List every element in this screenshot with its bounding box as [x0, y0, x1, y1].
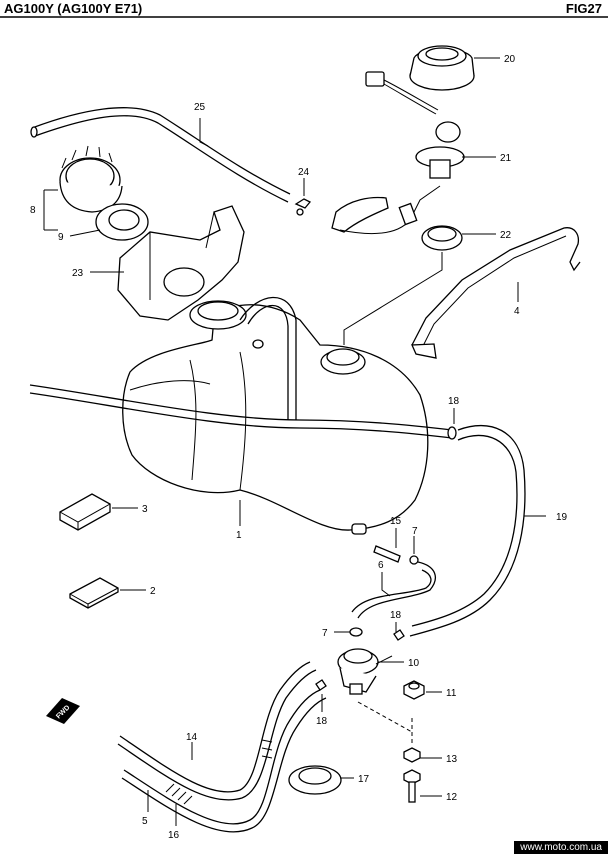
figure-number: FIG27	[565, 1, 602, 16]
part-1-fuel-tank[interactable]	[122, 300, 429, 535]
callout-2: 2	[150, 586, 156, 597]
overflow-hose	[29, 296, 453, 439]
part-11-nut[interactable]	[403, 680, 425, 700]
callout-7-lower: 7	[322, 628, 328, 639]
part-13-washer[interactable]	[403, 747, 421, 763]
part-17-grommet[interactable]	[288, 765, 342, 795]
part-25-breather-hose[interactable]	[30, 107, 291, 203]
callout-20: 20	[504, 54, 516, 65]
callout-9: 9	[58, 232, 64, 243]
callout-17: 17	[358, 774, 370, 785]
callout-18-lower: 18	[316, 716, 328, 727]
part-2-cushion[interactable]	[69, 577, 119, 609]
forward-direction-badge: FWD	[46, 698, 80, 724]
part-23-protector[interactable]	[117, 205, 245, 321]
part-18-clamp-mid[interactable]	[393, 629, 405, 641]
callout-25: 25	[194, 102, 206, 113]
callout-18-mid: 18	[390, 610, 402, 621]
part-5-hose[interactable]	[121, 689, 327, 833]
callout-1: 1	[236, 530, 242, 541]
diagram-title: AG100Y (AG100Y E71)	[4, 1, 143, 16]
part-16-protector-coil[interactable]	[165, 739, 273, 805]
part-20-pump-cap[interactable]	[409, 45, 475, 91]
callout-18-top: 18	[448, 396, 460, 407]
leader-lines	[43, 57, 546, 826]
part-12-bolt[interactable]	[403, 769, 421, 803]
part-14-hose[interactable]	[117, 661, 317, 801]
callout-12: 12	[446, 792, 458, 803]
callout-19: 19	[556, 512, 568, 523]
callout-5: 5	[142, 816, 148, 827]
part-18-clamp-lower[interactable]	[315, 679, 327, 691]
callout-8: 8	[30, 205, 36, 216]
part-22-seal[interactable]	[421, 225, 463, 251]
callout-11: 11	[446, 688, 457, 699]
part-4-tank-band[interactable]	[411, 227, 581, 359]
callout-16: 16	[168, 830, 180, 841]
part-15-joint[interactable]	[373, 545, 401, 563]
part-21-fuel-pump[interactable]	[331, 71, 465, 235]
callout-10: 10	[408, 658, 420, 669]
callout-23: 23	[72, 268, 84, 279]
callout-labels: 25 24 8 9 23 20 21 22 4 18 19 3 2 1 15 7…	[30, 54, 568, 841]
part-8-filler-cap[interactable]	[59, 145, 123, 213]
assembly-line-cock	[357, 701, 413, 733]
callout-22: 22	[500, 230, 512, 241]
callout-13: 13	[446, 754, 458, 765]
callout-24: 24	[298, 167, 310, 178]
callout-7-upper: 7	[412, 526, 418, 537]
part-24-clip[interactable]	[294, 198, 312, 216]
part-7-clamp-upper[interactable]	[409, 555, 419, 565]
callout-14: 14	[186, 732, 198, 743]
part-19-fuel-hose[interactable]	[409, 424, 526, 637]
callout-21: 21	[500, 153, 512, 164]
callout-3: 3	[142, 504, 148, 515]
part-3-cushion[interactable]	[59, 493, 111, 531]
callout-6: 6	[378, 560, 384, 571]
part-9-gasket[interactable]	[95, 203, 149, 241]
part-10-fuel-cock[interactable]	[337, 648, 393, 695]
callout-15: 15	[390, 516, 402, 527]
part-7-clamp-lower[interactable]	[349, 627, 363, 637]
callout-4: 4	[514, 306, 520, 317]
watermark: www.moto.com.ua	[514, 841, 608, 854]
part-6-hose[interactable]	[351, 561, 436, 619]
